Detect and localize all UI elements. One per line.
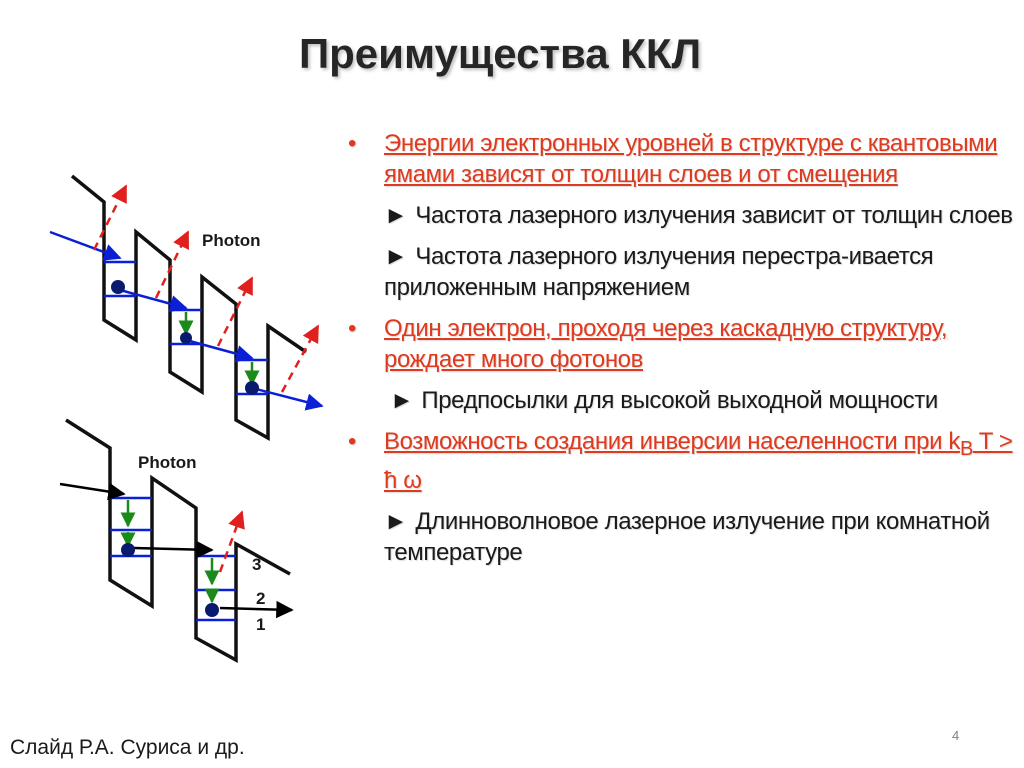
footer-credit: Слайд Р.А. Суриса и др. [10, 736, 245, 759]
boltzmann-subscript: B [959, 437, 973, 460]
bullet-list: • Энергии электронных уровней в структур… [340, 128, 1020, 578]
top-electrons [111, 280, 259, 395]
sub-bullet-text: Предпосылки для высокой выходной мощност… [421, 387, 938, 414]
triangle-right-icon: ► [384, 243, 408, 270]
bullet-text-prefix: Возможность создания инверсии населеннос… [384, 428, 960, 455]
sub-bullet: ► Частота лазерного излучения зависит от … [340, 200, 1020, 231]
bottom-electrons [121, 543, 219, 617]
bullet-text: Один электрон, проходя через каскадную с… [384, 315, 948, 373]
bullet-dot-icon: • [348, 130, 357, 157]
sub-bullet-text: Частота лазерного излучения перестра-ива… [384, 243, 934, 301]
level-1-label: 1 [256, 615, 265, 634]
bottom-cascade [65, 418, 291, 663]
sub-bullet: ►Длинноволновое лазерное излучение при к… [340, 506, 1020, 568]
bullet-text: Энергии электронных уровней в структуре … [384, 130, 998, 188]
bullet-cascade-photons: • Один электрон, проходя через каскадную… [340, 313, 1020, 375]
top-photons [92, 184, 320, 393]
bottom-photon-label: Photon [138, 453, 197, 472]
bottom-injection-arrows [59, 482, 294, 619]
bullet-text-suffix: T > ћ ω [384, 428, 1013, 494]
top-photon-label: Photon [202, 231, 261, 250]
sub-bullet-text: Длинноволновое лазерное излучение при ко… [384, 507, 990, 566]
sub-bullet: ► Предпосылки для высокой выходной мощнос… [340, 385, 1020, 416]
level-2-label: 2 [256, 589, 265, 608]
triangle-right-icon: ► [384, 202, 408, 229]
qcl-band-diagram: Photon Photon 3 2 1 [49, 174, 324, 663]
bullet-energy-levels: • Энергии электронных уровней в структур… [340, 128, 1020, 190]
triangle-right-icon: ► [390, 387, 414, 414]
bottom-radiative-transitions [120, 500, 220, 604]
top-radiative-transitions [178, 312, 260, 386]
bullet-dot-icon: • [348, 428, 357, 455]
bullet-dot-icon: • [348, 315, 357, 342]
bullet-population-inversion: • Возможность создания инверсии населенн… [340, 426, 1020, 496]
bottom-photons [218, 510, 245, 573]
sub-bullet-text: Частота лазерного излучения зависит от т… [415, 202, 1013, 229]
page-number: 4 [952, 728, 960, 743]
triangle-right-icon: ► [384, 507, 408, 535]
slide-title: Преимущества ККЛ [298, 30, 702, 77]
level-3-label: 3 [252, 555, 261, 574]
top-cascade [70, 174, 307, 441]
top-tunnel-arrows [49, 230, 324, 411]
sub-bullet: ►Частота лазерного излучения перестра-ив… [340, 241, 1020, 303]
